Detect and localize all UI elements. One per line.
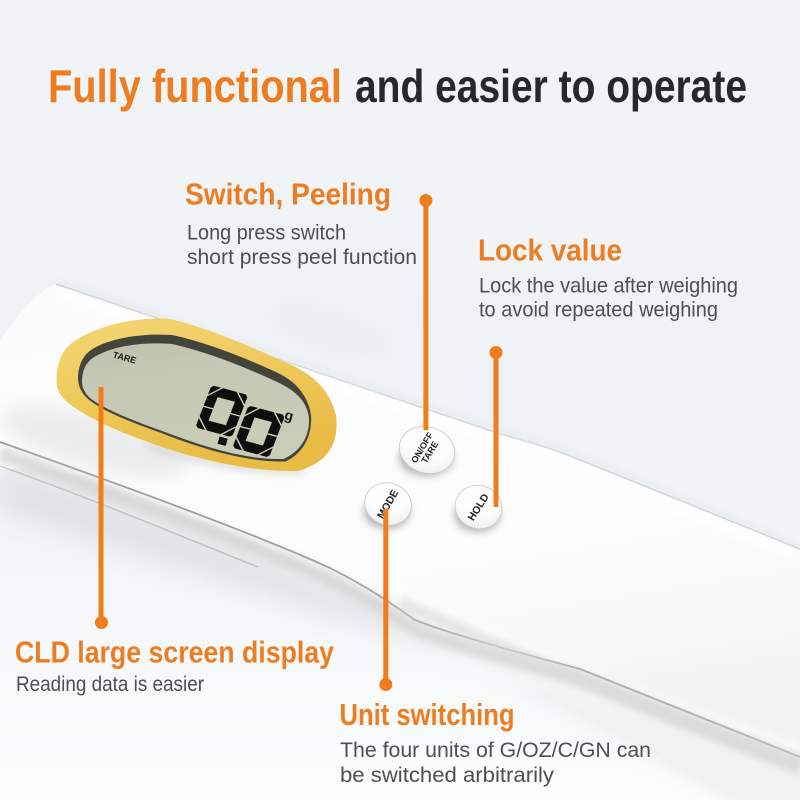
svg-text:to avoid repeated weighing: to avoid repeated weighing (479, 297, 718, 321)
svg-text:Unit switching: Unit switching (340, 697, 515, 732)
svg-text:Fully functional: Fully functional (48, 60, 342, 112)
svg-text:Long press switch: Long press switch (187, 221, 346, 245)
svg-text:and easier to operate: and easier to operate (355, 60, 747, 112)
svg-text:g: g (283, 406, 295, 424)
svg-text:Lock value: Lock value (478, 232, 622, 267)
svg-text:Lock the value after weighing: Lock the value after weighing (479, 274, 738, 298)
svg-text:be switched arbitrarily: be switched arbitrarily (340, 763, 554, 787)
svg-text:Switch, Peeling: Switch, Peeling (185, 177, 391, 212)
svg-text:Reading data is easier: Reading data is easier (16, 672, 204, 696)
svg-text:The four units of G/OZ/C/GN ca: The four units of G/OZ/C/GN can (340, 738, 651, 762)
svg-text:CLD large screen display: CLD large screen display (15, 635, 335, 670)
svg-text:short press peel function: short press peel function (187, 245, 417, 269)
